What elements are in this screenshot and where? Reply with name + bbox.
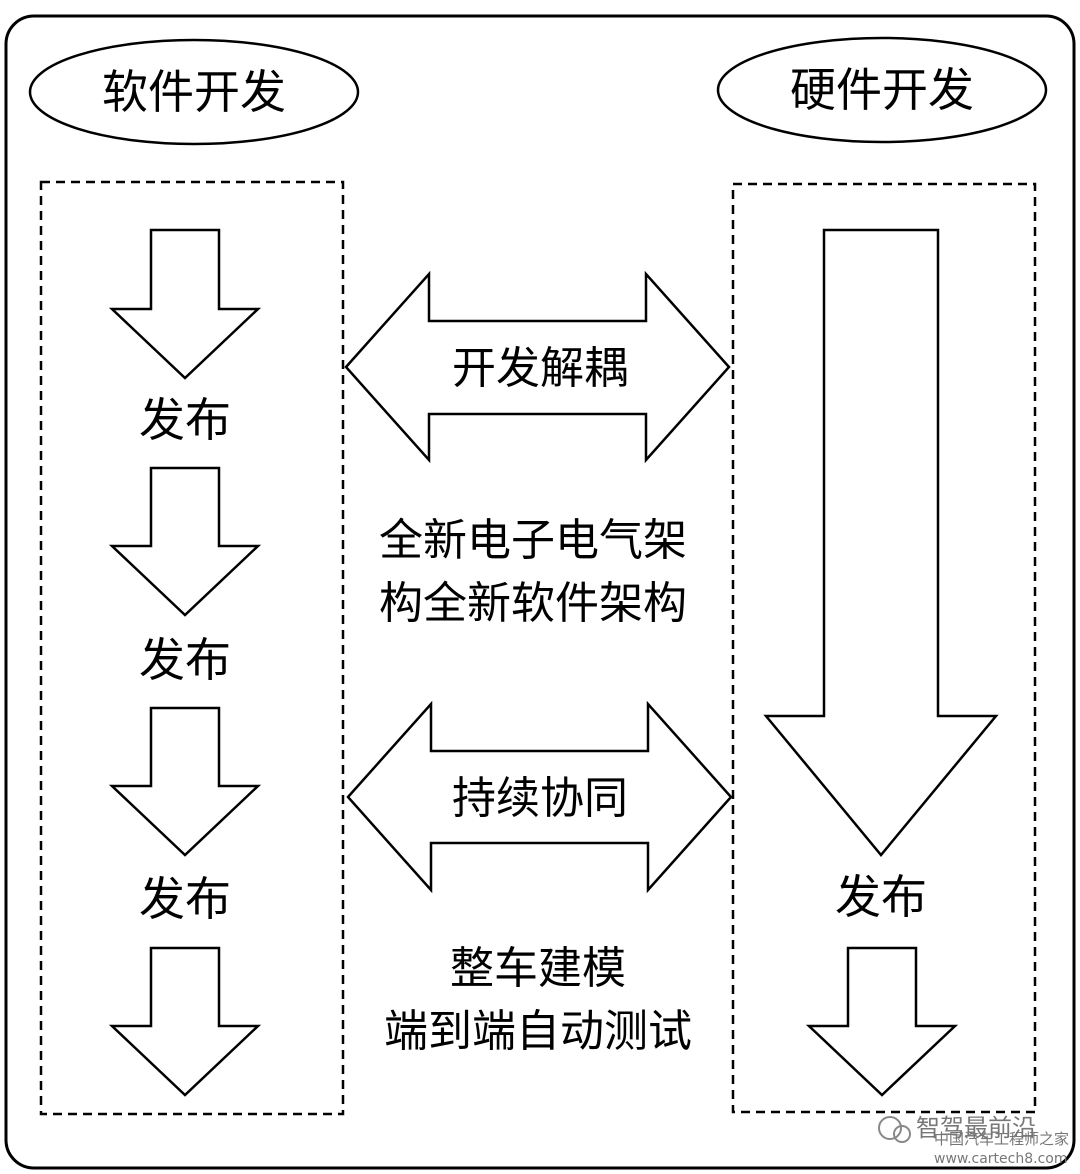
software-release-label-2: 发布 — [139, 633, 231, 687]
software-release-label-1: 发布 — [139, 393, 231, 447]
architecture-text-line2: 构全新软件架构 — [379, 578, 687, 629]
collab-label: 持续协同 — [452, 773, 628, 824]
software-down-arrow-1 — [108, 228, 262, 380]
software-release-label-3: 发布 — [139, 872, 231, 926]
software-down-arrow-4 — [108, 946, 262, 1097]
software-title-ellipse — [28, 38, 360, 146]
outer-frame — [4, 14, 1076, 1170]
hardware-long-down-arrow — [763, 228, 999, 857]
software-down-arrow-3 — [108, 706, 262, 857]
software-title: 软件开发 — [102, 65, 286, 119]
watermark: 智驾最前沿 中国汽车工程师之家 www.cartech8.com — [878, 1114, 1069, 1167]
watermark-brand: 智驾最前沿 — [916, 1114, 1036, 1142]
hardware-column — [731, 182, 1037, 1114]
software-column — [39, 180, 345, 1116]
watermark-site-name: 中国汽车工程师之家 — [934, 1130, 1069, 1148]
hardware-title-ellipse — [716, 36, 1048, 144]
testing-text-line2: 端到端自动测试 — [384, 1006, 692, 1057]
architecture-text-line1: 全新电子电气架 — [379, 515, 687, 566]
hardware-short-down-arrow — [805, 946, 959, 1097]
watermark-site-url: www.cartech8.com — [934, 1151, 1067, 1167]
decouple-label: 开发解耦 — [452, 343, 628, 394]
testing-text-line1: 整车建模 — [450, 943, 626, 994]
wechat-icon — [878, 1116, 902, 1140]
hardware-title: 硬件开发 — [790, 63, 974, 117]
software-down-arrow-2 — [108, 466, 262, 617]
hardware-release-label: 发布 — [835, 870, 927, 924]
collab-double-arrow — [346, 700, 733, 894]
decouple-double-arrow — [344, 270, 731, 464]
